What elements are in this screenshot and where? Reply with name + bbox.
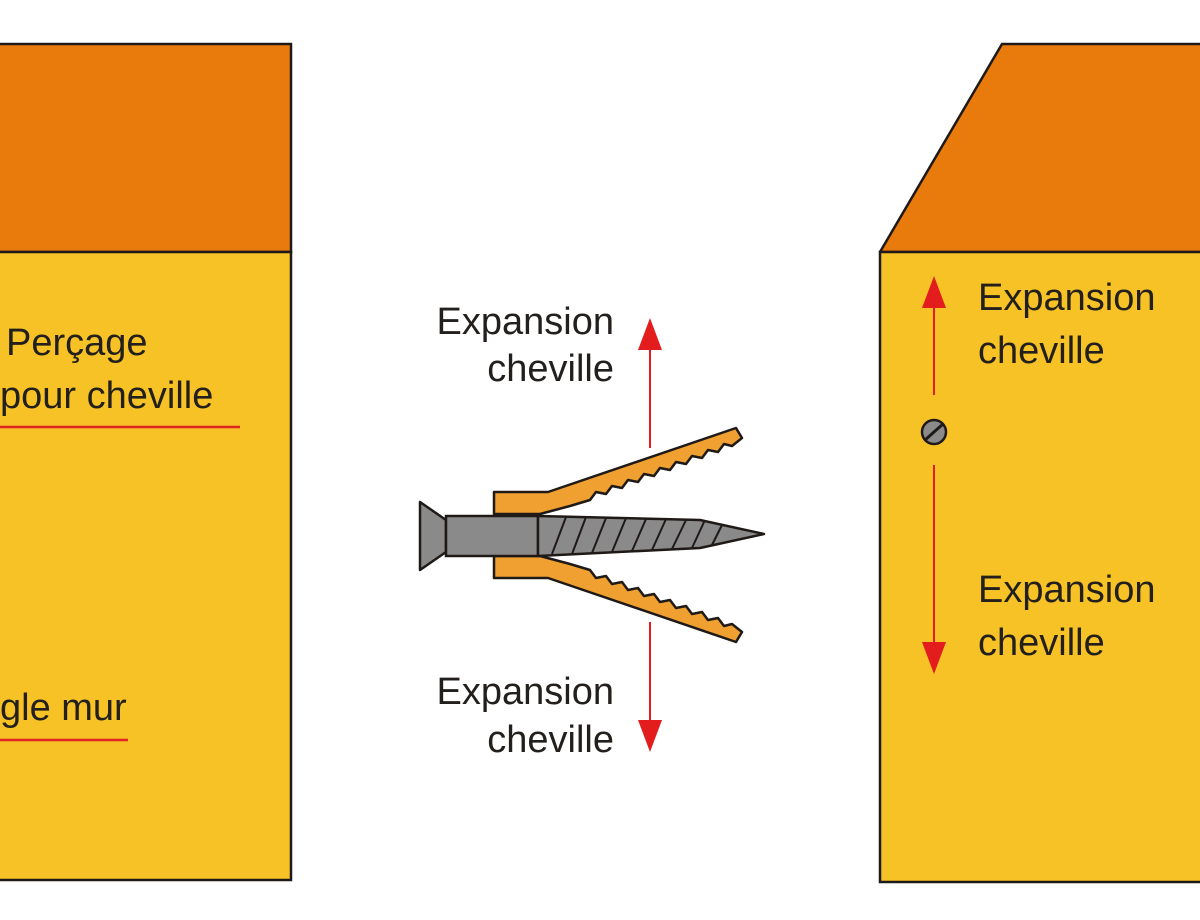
plug-upper-arm [492, 426, 744, 516]
screw-thread [536, 514, 766, 558]
wall-corner-label-text: gle mur [0, 687, 127, 729]
right-expansion-top-line2: cheville [978, 330, 1105, 372]
wall-plug-illustration [418, 426, 766, 644]
left-wall-front-face [0, 250, 293, 882]
right-expansion-bottom-label: Expansion cheville [978, 569, 1155, 664]
left-wall-top-face [0, 42, 293, 254]
expansion-top-line1: Expansion [437, 301, 614, 343]
expansion-top-line2: cheville [487, 348, 614, 390]
right-expansion-bottom-arrowhead [922, 642, 946, 674]
expansion-bottom-label: Expansion cheville [437, 671, 614, 761]
screw-head [418, 500, 448, 572]
screw-head-front-icon [920, 418, 948, 446]
right-wall-top-face [878, 42, 1200, 254]
expansion-top-arrowhead [638, 318, 662, 350]
left-wall-block [0, 42, 293, 882]
plug-lower-arm [492, 554, 744, 644]
right-expansion-top-line1: Expansion [978, 277, 1155, 319]
expansion-bottom-line1: Expansion [437, 671, 614, 713]
drill-hole-label-line1: Perçage [6, 322, 148, 364]
screw-shank [444, 514, 540, 558]
right-expansion-top-arrowhead [922, 276, 946, 308]
expansion-top-label: Expansion cheville [437, 301, 614, 390]
right-expansion-bottom-line1: Expansion [978, 569, 1155, 611]
drill-hole-label-line2: pour cheville [0, 375, 213, 417]
right-wall-block [878, 42, 1200, 884]
expansion-bottom-line2: cheville [487, 719, 614, 761]
wall-corner-label: gle mur [0, 687, 128, 742]
expansion-bottom-arrowhead [638, 720, 662, 752]
drill-hole-label: Perçage pour cheville [0, 322, 240, 429]
right-expansion-top-label: Expansion cheville [978, 277, 1155, 372]
right-expansion-bottom-line2: cheville [978, 622, 1105, 664]
screw-thread-lines [551, 516, 723, 555]
